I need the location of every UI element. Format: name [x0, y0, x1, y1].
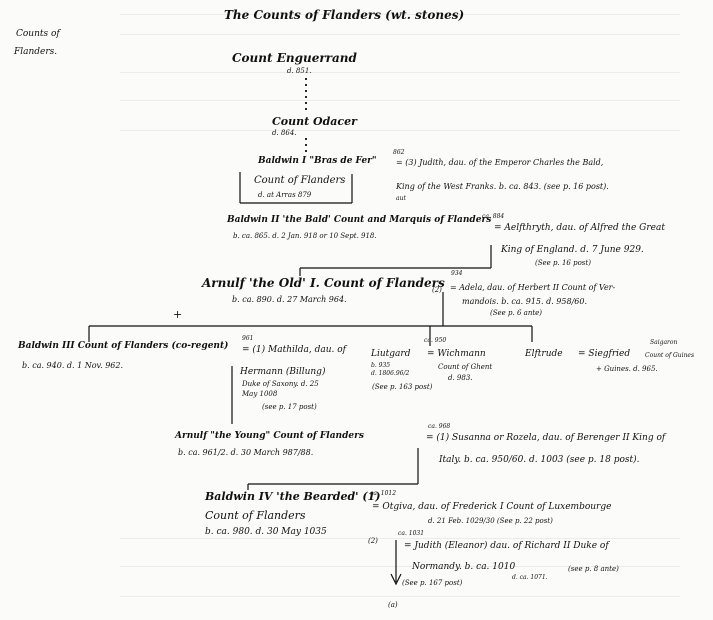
- judith-normandy-note: (see p. 8 ante): [568, 565, 619, 573]
- arnulf2-dates: b. ca. 961/2. d. 30 March 987/88.: [178, 448, 314, 457]
- adela-line-2: mandois. b. ca. 915. d. 958/60.: [462, 297, 587, 306]
- baldwin2-marriage-year: ca. 884: [482, 213, 505, 220]
- judith-normandy-line-3: d. ca. 1071.: [512, 574, 548, 581]
- bleed-through-line: [120, 34, 680, 35]
- mathilda-line-4: May 1008: [242, 390, 278, 398]
- wichmann-line-3: d. 983.: [448, 374, 473, 382]
- judith-normandy-line-2: Normandy. b. ca. 1010: [412, 562, 516, 572]
- judith-line-1: = (3) Judith, dau. of the Emperor Charle…: [396, 158, 604, 167]
- liutgard-name: Liutgard: [371, 349, 411, 359]
- odacer-name: Count Odacer: [272, 115, 357, 128]
- cross-mark: +: [173, 308, 183, 321]
- wichmann-line-2: Count of Ghent: [438, 363, 493, 371]
- baldwin4-marker-2: (2): [368, 537, 378, 545]
- side-label-line-1: Counts of: [16, 29, 60, 39]
- adela-note: (See p. 6 ante): [490, 309, 543, 317]
- arnulf1-name: Arnulf 'the Old' I. Count of Flanders: [202, 276, 445, 290]
- wichmann-name: = Wichmann: [427, 349, 486, 359]
- arnulf2-marriage-year: ca. 968: [428, 423, 451, 430]
- arnulf1-dates: b. ca. 890. d. 27 March 964.: [232, 295, 347, 304]
- odacer-date: d. 864.: [272, 129, 297, 137]
- mathilda-note: (see p. 17 post): [262, 403, 317, 411]
- baldwin1-child-title: Count of Flanders: [254, 175, 346, 186]
- liutgard-line-2: b. 935: [371, 362, 391, 369]
- liutgard-note: (See p. 163 post): [372, 383, 433, 391]
- baldwin4-marker-a: (a): [388, 601, 398, 609]
- baldwin4-name: Baldwin IV 'the Bearded' (1): [205, 490, 381, 503]
- otgiva-line-2: d. 21 Feb. 1029/30 (See p. 22 post): [428, 517, 553, 525]
- bleed-through-line: [120, 566, 680, 567]
- adela-line-1: = Adela, dau. of Herbert II Count of Ver…: [450, 283, 616, 292]
- aelfthryth-line-1: = Aelfthryth, dau. of Alfred the Great: [494, 223, 665, 233]
- baldwin3-dates: b. ca. 940. d. 1 Nov. 962.: [22, 361, 124, 370]
- aelfthryth-line-2: King of England. d. 7 June 929.: [501, 245, 644, 255]
- susanna-line-2: Italy. b. ca. 950/60. d. 1003 (see p. 18…: [439, 455, 640, 465]
- baldwin4-dates: b. ca. 980. d. 30 May 1035: [205, 527, 327, 537]
- elftrude-name: Elftrude: [525, 349, 563, 359]
- siegfried-line-2: Count of Guines: [645, 352, 695, 359]
- side-label-line-2: Flanders.: [14, 47, 58, 57]
- bleed-through-line: [120, 72, 680, 73]
- mathilda-line-1: = (1) Mathilda, dau. of: [242, 345, 347, 355]
- siegfried-line-3: + Guines. d. 965.: [596, 365, 658, 373]
- judith-normandy-line-1: = Judith (Eleanor) dau. of Richard II Du…: [404, 541, 609, 551]
- siegfried-extra: Saigaron: [650, 339, 678, 346]
- mathilda-line-2: Hermann (Billung): [240, 367, 326, 377]
- baldwin1-name: Baldwin I "Bras de Fer": [258, 156, 377, 166]
- enguerrand-date: d. 851.: [287, 67, 312, 75]
- liutgard-line-3: d. 1806.96/2: [371, 370, 410, 377]
- aelfthryth-note: (See p. 16 post): [535, 259, 591, 267]
- mathilda-line-3: Duke of Saxony. d. 25: [242, 380, 319, 388]
- siegfried-name: = Siegfried: [578, 349, 631, 359]
- arnulf2-name: Arnulf "the Young" Count of Flanders: [175, 431, 364, 441]
- arnulf1-marriage-year: 934: [451, 270, 463, 277]
- bleed-through-line: [120, 130, 680, 131]
- baldwin4-marriage-year: ca. 1012: [370, 490, 397, 497]
- susanna-line-1: = (1) Susanna or Rozela, dau. of Berenge…: [426, 433, 666, 443]
- otgiva-line-1: = Otgiva, dau. of Frederick I Count of L…: [372, 502, 612, 512]
- judith-normandy-marriage-year: ca. 1031: [398, 530, 425, 537]
- bleed-through-line: [120, 538, 680, 539]
- judith-normandy-arrow-note: (See p. 167 post): [402, 579, 463, 587]
- page-title: The Counts of Flanders (wt. stones): [224, 8, 465, 22]
- baldwin2-dates: b. ca. 865. d. 2 Jan. 918 or 10 Sept. 91…: [233, 232, 377, 240]
- judith-aux: aut: [396, 195, 406, 202]
- liutgard-marriage-year: ca. 950: [424, 337, 447, 344]
- baldwin1-child-date: d. at Arras 879: [258, 191, 312, 199]
- bleed-through-line: [120, 14, 680, 15]
- bleed-through-line: [120, 100, 680, 101]
- baldwin4-title: Count of Flanders: [205, 509, 306, 522]
- baldwin2-name: Baldwin II 'the Bald' Count and Marquis …: [227, 215, 492, 225]
- baldwin3-name: Baldwin III Count of Flanders (co-regent…: [18, 341, 229, 351]
- judith-line-2: King of the West Franks. b. ca. 843. (se…: [396, 182, 609, 191]
- mathilda-marriage-year: 961: [242, 335, 254, 342]
- enguerrand-name: Count Enguerrand: [232, 51, 357, 65]
- arnulf1-marker: (2): [432, 286, 442, 294]
- arrow-head: [390, 573, 402, 586]
- baldwin1-marriage-year: 862: [393, 149, 405, 156]
- bleed-through-line: [120, 596, 680, 597]
